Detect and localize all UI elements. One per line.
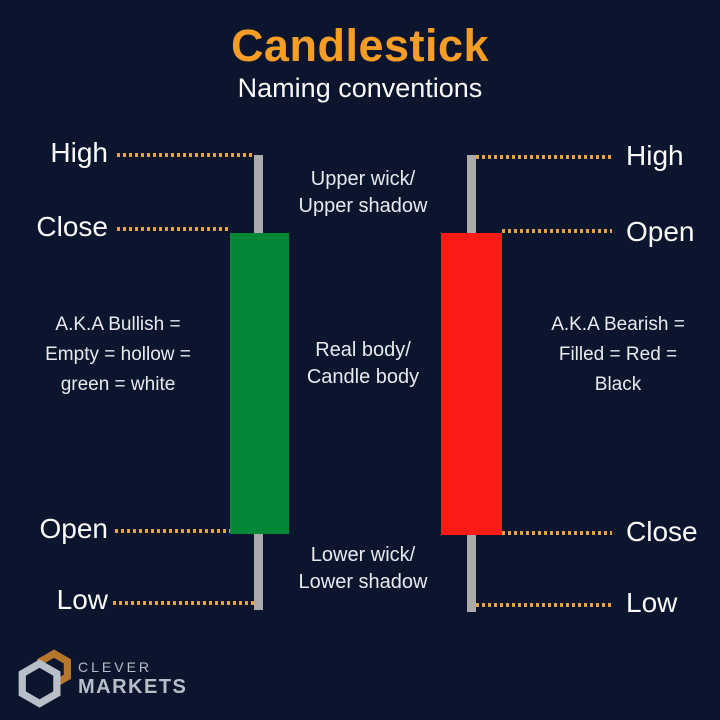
upper-wick-annotation-line1: Upper wick/ — [310, 168, 416, 190]
bullish-open-label: Open — [39, 513, 109, 544]
bearish-aka-note-line2: Filled = Red = — [558, 344, 678, 365]
upper-wick-annotation-line2: Upper shadow — [298, 195, 428, 217]
page-subtitle: Naming conventions — [237, 73, 483, 103]
bullish-low-label: Low — [56, 584, 108, 615]
bearish-high-label: High — [626, 140, 684, 171]
real-body-annotation-line2: Candle body — [306, 366, 420, 388]
bearish-open-connector-line — [502, 229, 612, 233]
page-title: Candlestick — [230, 20, 490, 71]
hexagon-logo-icon — [18, 649, 72, 708]
bullish-low-connector-line — [113, 601, 254, 605]
bullish-candle-body — [230, 233, 289, 534]
lower-wick-annotation-line1: Lower wick/ — [310, 544, 416, 566]
clever-markets-logo: CLEVER MARKETS — [16, 648, 187, 710]
lower-wick-annotation: Lower wick/ Lower shadow — [268, 542, 458, 596]
bearish-aka-note-line1: A.K.A Bearish = — [551, 314, 685, 335]
bullish-aka-note-line2: Empty = hollow = — [45, 344, 191, 365]
lower-wick-annotation-line2: Lower shadow — [298, 571, 428, 593]
bullish-aka-note: A.K.A Bullish = Empty = hollow = green =… — [28, 310, 208, 400]
bearish-low-connector-line — [476, 603, 612, 607]
bullish-aka-note-line3: green = white — [60, 374, 176, 395]
bearish-aka-note: A.K.A Bearish = Filled = Red = Black — [528, 310, 708, 400]
bearish-aka-note-line3: Black — [594, 374, 642, 395]
real-body-annotation-line1: Real body/ — [315, 339, 411, 361]
logo-wordmark-line2: MARKETS — [78, 676, 188, 698]
bearish-candle-body — [441, 233, 502, 535]
bearish-high-connector-line — [476, 155, 612, 159]
bullish-high-connector-line — [117, 153, 254, 157]
real-body-annotation: Real body/ Candle body — [268, 337, 458, 391]
bearish-low-label: Low — [626, 587, 678, 618]
bullish-close-connector-line — [117, 227, 230, 231]
bullish-close-label: Close — [36, 211, 108, 242]
bearish-open-label: Open — [626, 216, 695, 247]
bullish-high-label: High — [50, 137, 108, 168]
logo-wordmark-line1: CLEVER — [78, 659, 153, 675]
logo-wordmark: CLEVER MARKETS — [78, 659, 187, 699]
upper-wick-annotation: Upper wick/ Upper shadow — [268, 166, 458, 220]
bullish-open-connector-line — [115, 529, 230, 533]
bearish-close-connector-line — [502, 531, 612, 535]
bearish-close-label: Close — [626, 516, 698, 547]
bullish-aka-note-line1: A.K.A Bullish = — [55, 314, 181, 335]
